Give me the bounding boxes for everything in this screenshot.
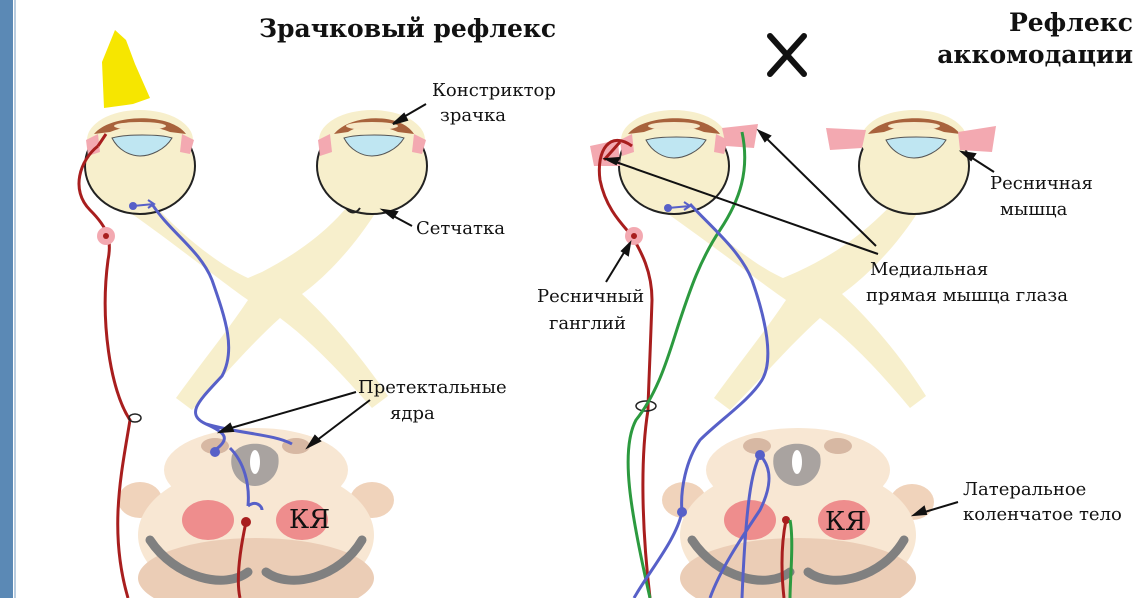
label-ky-left: КЯ <box>289 505 330 535</box>
label-ciliary-ganglion-line2: ганглий <box>549 312 626 335</box>
left-frame-bar <box>0 0 13 598</box>
label-ciliary-muscle-line1: Ресничная <box>990 172 1093 195</box>
cross-mark-icon <box>770 36 804 74</box>
accommodation-red-path <box>599 140 652 598</box>
right-panel-title-line1: Рефлекс <box>955 8 1133 38</box>
label-pretectal-line1: Претектальные <box>358 376 507 399</box>
left-panel-title: Зрачковый рефлекс <box>259 14 556 44</box>
label-ciliary-muscle-line2: мышца <box>1000 198 1067 221</box>
label-retina: Сетчатка <box>416 217 505 240</box>
pupillary-reflex-diagram <box>79 30 427 598</box>
efferent-parasympathetic-path <box>79 146 130 598</box>
label-medial-rectus-line2: прямая мышца глаза <box>866 284 1068 307</box>
label-ciliary-ganglion-line1: Ресничный <box>537 285 644 308</box>
light-beam <box>102 30 150 108</box>
label-lgn-line2: коленчатое тело <box>963 503 1122 526</box>
label-medial-rectus-line1: Медиальная <box>870 258 988 281</box>
label-pretectal-line2: ядра <box>390 402 435 425</box>
brainstem-left <box>118 428 394 598</box>
right-panel-title-line2: аккомодации <box>915 40 1133 70</box>
brainstem-right <box>662 428 934 598</box>
label-constrictor-line1: Констриктор <box>432 79 556 102</box>
accommodation-reflex-diagram <box>590 110 996 598</box>
label-constrictor-line2: зрачка <box>440 104 506 127</box>
label-lgn-line1: Латеральное <box>963 478 1086 501</box>
label-ky-right: КЯ <box>825 507 866 537</box>
red-nucleus-left <box>182 500 234 540</box>
